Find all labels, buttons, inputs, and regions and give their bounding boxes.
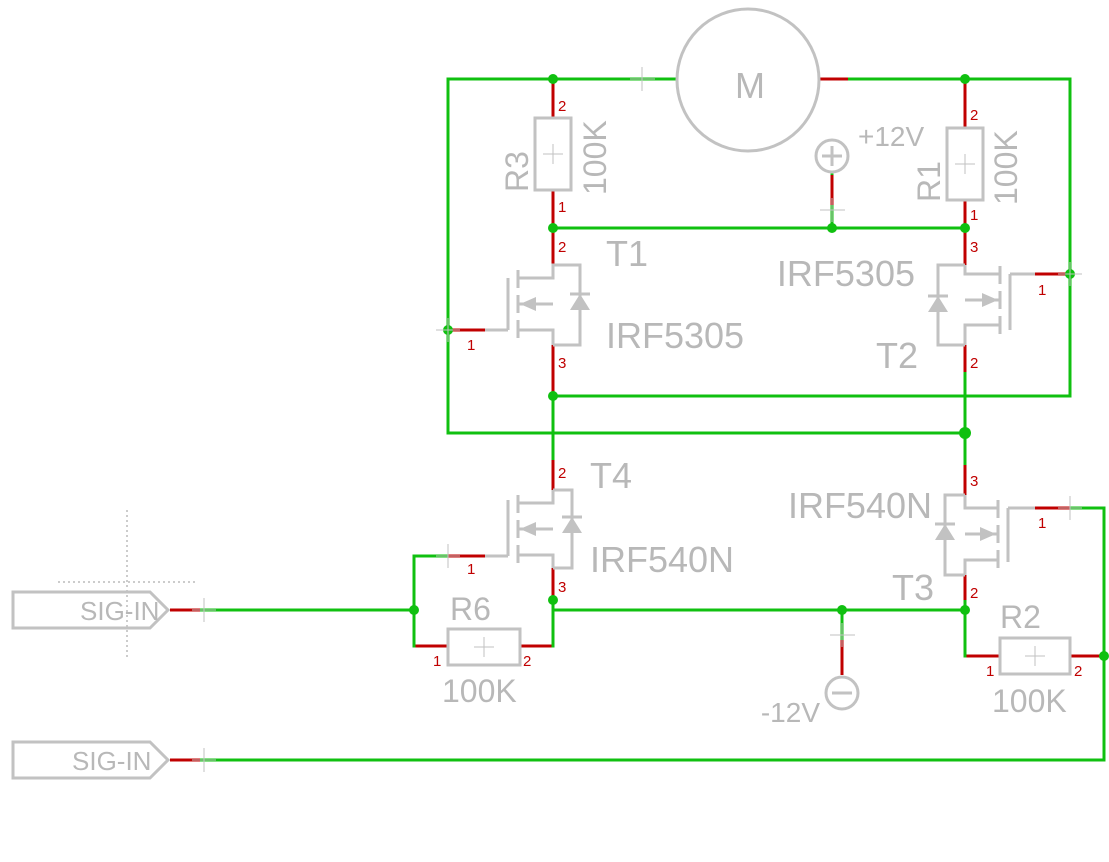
t4-pin-drain: 2: [558, 465, 566, 482]
minus12v-symbol[interactable]: -12V: [761, 623, 860, 728]
r2-name: R2: [1000, 599, 1041, 635]
r6-pin-left: 1: [433, 653, 441, 670]
t1-pin-drain: 2: [558, 239, 566, 256]
plus12v-symbol[interactable]: +12V: [814, 121, 924, 222]
t2-pin-drain: 3: [970, 239, 978, 256]
r1-pin-bottom: 1: [970, 207, 978, 224]
sig-in-label-2: SIG-IN: [72, 746, 151, 776]
transistor-t4[interactable]: T4 IRF540N 2 1 3: [467, 455, 734, 596]
t4-part: IRF540N: [590, 539, 734, 580]
t4-pin-source: 3: [558, 579, 566, 596]
r1-pin-top: 2: [970, 107, 978, 124]
motor-symbol[interactable]: M: [630, 7, 821, 153]
sig-in-label-1: SIG-IN: [80, 596, 159, 626]
minus12v-label: -12V: [761, 697, 820, 728]
t4-pin-gate: 1: [467, 561, 475, 578]
r3-pin-top: 2: [558, 98, 566, 115]
resistor-r1[interactable]: R1 100K 2 1: [911, 107, 1024, 224]
r6-value: 100K: [442, 673, 517, 709]
t3-part: IRF540N: [788, 485, 932, 526]
sig-in-connector-1[interactable]: SIG-IN: [11, 510, 216, 660]
t1-part: IRF5305: [606, 315, 744, 356]
resistor-r6[interactable]: R6 100K 1 2: [433, 591, 531, 709]
r2-value: 100K: [992, 683, 1067, 719]
r2-pin-left: 1: [986, 663, 994, 680]
plus12v-label: +12V: [858, 121, 924, 152]
transistor-t3[interactable]: IRF540N T3 3 1 2: [788, 473, 1046, 608]
t2-name: T2: [876, 335, 918, 376]
wire-t4-gate: [412, 554, 450, 648]
sig-in-connector-2[interactable]: SIG-IN: [11, 740, 216, 780]
t1-name: T1: [606, 233, 648, 274]
r1-value: 100K: [988, 130, 1024, 205]
r6-pin-right: 2: [523, 653, 531, 670]
t1-pin-source: 3: [558, 355, 566, 372]
r2-pin-right: 2: [1074, 663, 1082, 680]
wire-left-top: [446, 77, 677, 332]
transistor-t1[interactable]: T1 IRF5305 2 1 3: [467, 233, 744, 372]
transistor-t2[interactable]: IRF5305 T2 3 1 2: [777, 239, 1046, 376]
t2-pin-gate: 1: [1038, 282, 1046, 299]
r3-value: 100K: [577, 120, 613, 195]
r1-name: R1: [911, 161, 947, 202]
t4-name: T4: [590, 455, 632, 496]
wire-left-bottom: [446, 328, 967, 435]
t3-pin-gate: 1: [1038, 515, 1046, 532]
wires: [198, 77, 1106, 762]
r3-name: R3: [499, 151, 535, 192]
t3-name: T3: [892, 567, 934, 608]
r6-name: R6: [450, 591, 491, 627]
origin-markers: [436, 262, 1082, 568]
t2-part: IRF5305: [777, 253, 915, 294]
t3-pin-source: 2: [970, 585, 978, 602]
resistor-r3[interactable]: R3 100K 2 1: [499, 98, 613, 216]
resistor-r2[interactable]: R2 100K 1 2: [986, 599, 1082, 719]
r3-pin-bottom: 1: [558, 199, 566, 216]
t2-pin-source: 2: [970, 355, 978, 372]
t3-pin-drain: 3: [970, 473, 978, 490]
t1-pin-gate: 1: [467, 337, 475, 354]
wire-right-loop: [551, 77, 1072, 398]
motor-label: M: [735, 65, 765, 106]
junctions: [409, 74, 1109, 661]
